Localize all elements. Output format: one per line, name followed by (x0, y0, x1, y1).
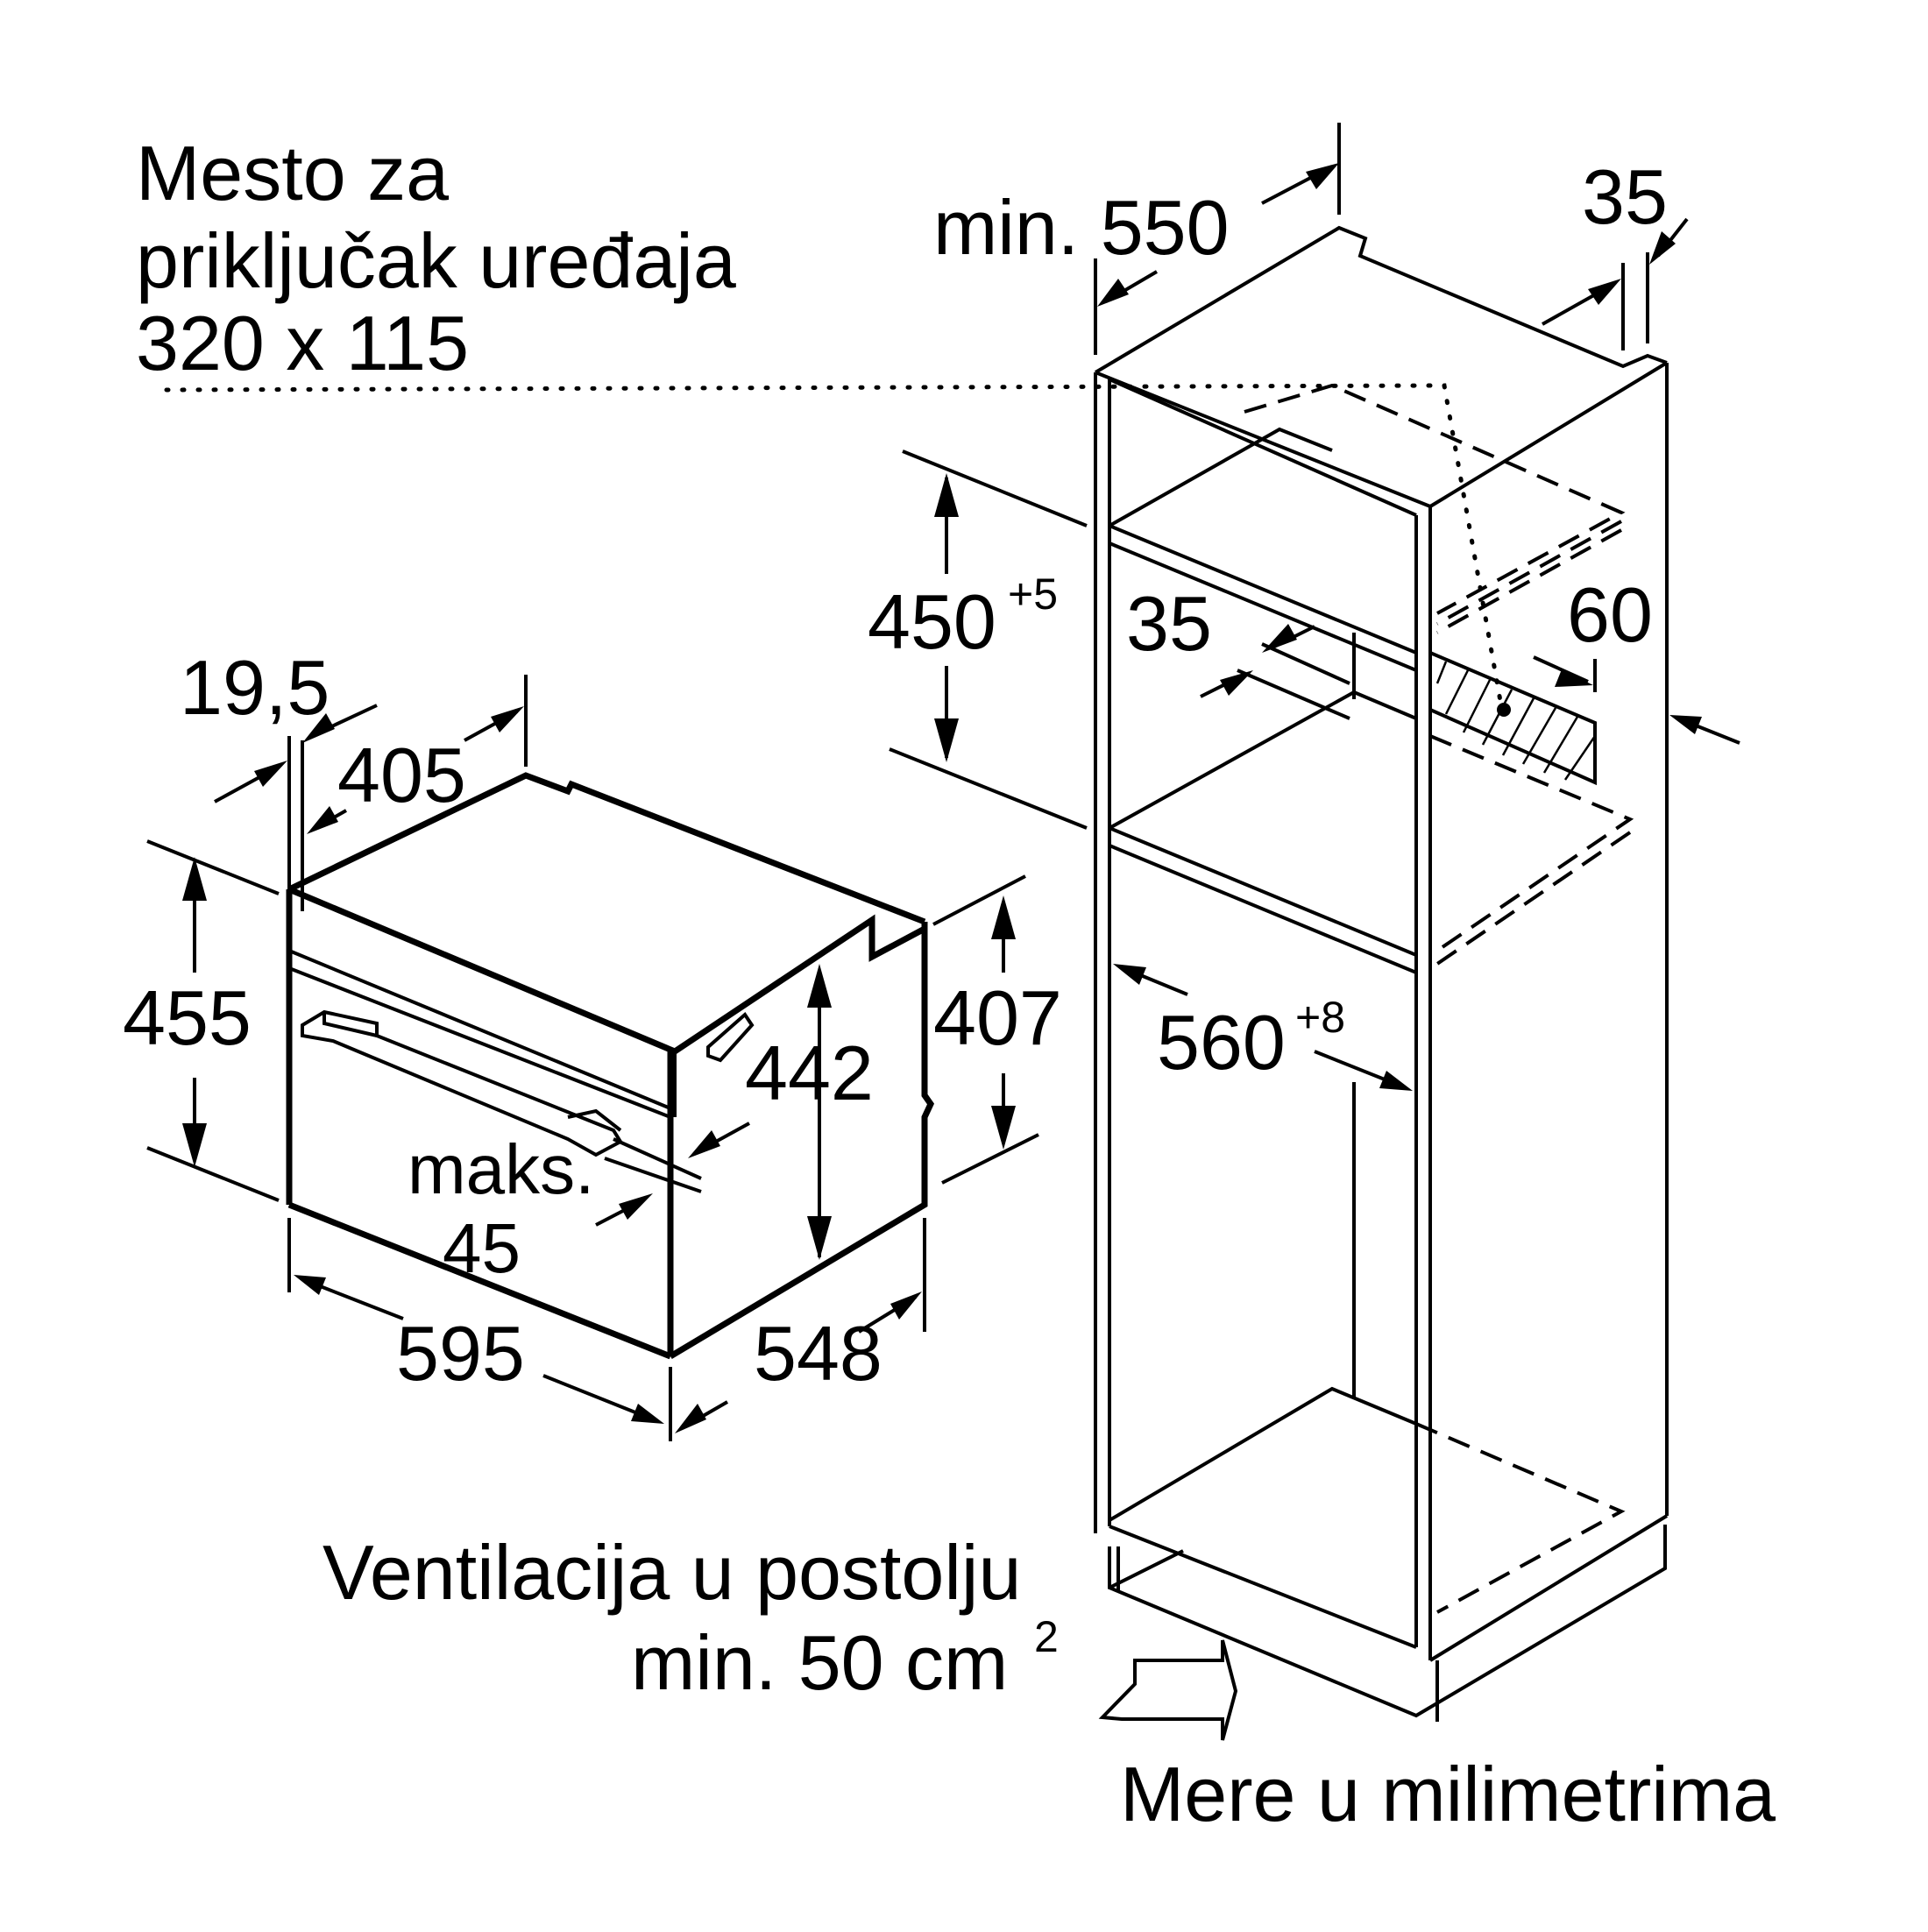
dim-shelf-gap: 35 (1126, 580, 1212, 667)
dim-niche-width-tolerance: +8 (1295, 993, 1345, 1042)
dim-top-depth: 405 (337, 732, 466, 818)
dim-socket-depth: 60 (1567, 571, 1653, 658)
ventilation-note-line1: Ventilacija u postolju (323, 1529, 1021, 1616)
dim-width: 595 (396, 1310, 525, 1397)
cabinet-top (1094, 225, 1668, 374)
dim-height-side: 407 (933, 974, 1062, 1061)
dim-height-front: 455 (123, 974, 252, 1061)
dim-min-depth: min. 550 (933, 184, 1230, 271)
dim-panel-thickness: 19,5 (180, 644, 330, 731)
connection-leader-line (164, 383, 1503, 704)
dim-niche-height-tolerance: +5 (1008, 570, 1058, 619)
units-note: Mere u milimetrima (1120, 1751, 1776, 1837)
dim-max-value: 45 (443, 1209, 521, 1287)
appliance (286, 772, 935, 1360)
cabinet (1094, 225, 1669, 1722)
connection-note-line2: priključak uređaja (136, 217, 736, 304)
ventilation-arrow-icon (1098, 1639, 1238, 1741)
dim-max-label: maks. (408, 1130, 594, 1208)
dim-niche-height: 450 (868, 578, 996, 665)
dim-depth: 548 (754, 1310, 882, 1397)
connection-note-line3: 320 x 115 (136, 300, 469, 386)
ventilation-note-superscript: 2 (1034, 1612, 1059, 1661)
ventilation-note-line2: min. 50 cm (631, 1619, 1008, 1706)
connection-note-line1: Mesto za (136, 130, 449, 216)
dim-back-gap: 35 (1582, 153, 1668, 240)
connection-area (1429, 651, 1597, 786)
dim-inner-height: 442 (745, 1030, 874, 1116)
dim-niche-width: 560 (1157, 999, 1286, 1086)
